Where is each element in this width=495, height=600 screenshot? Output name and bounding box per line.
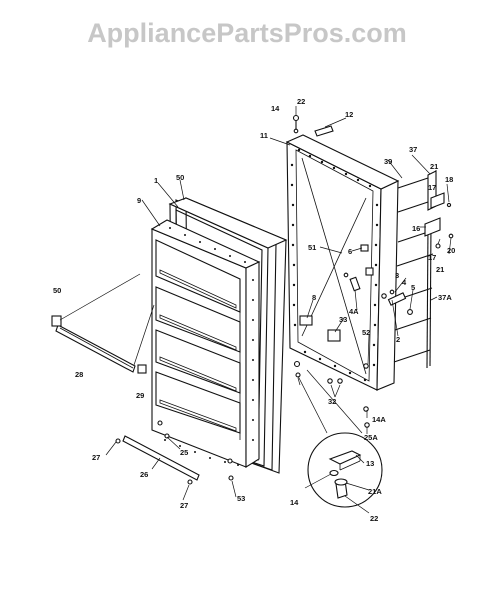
door-hardware bbox=[292, 114, 413, 428]
callout-32: 32 bbox=[328, 397, 336, 406]
callout-17: 17 bbox=[428, 253, 436, 262]
callout-28: 28 bbox=[75, 370, 83, 379]
callout-25: 25 bbox=[180, 448, 188, 457]
callout-labels: 14 22 12 11 37 39 21 18 17 16 17 20 21 3… bbox=[53, 97, 455, 523]
callout-26: 26 bbox=[140, 470, 148, 479]
callout-1: 1 bbox=[154, 176, 158, 185]
callout-9: 9 bbox=[137, 196, 141, 205]
callout-8: 8 bbox=[312, 293, 316, 302]
callout-14-bottom: 14 bbox=[290, 498, 299, 507]
callout-5: 5 bbox=[411, 283, 415, 292]
callout-13: 13 bbox=[366, 459, 374, 468]
callout-37a: 37A bbox=[438, 293, 452, 302]
callout-3: 3 bbox=[395, 271, 399, 280]
callout-50-top: 50 bbox=[176, 173, 184, 182]
callout-33: 33 bbox=[339, 315, 347, 324]
callout-16: 16 bbox=[412, 224, 420, 233]
callout-2: 2 bbox=[396, 335, 400, 344]
callout-20: 20 bbox=[447, 246, 455, 255]
callout-12: 12 bbox=[345, 110, 353, 119]
door-shelves bbox=[155, 239, 241, 440]
callout-4a: 4A bbox=[349, 307, 359, 316]
callout-22-bottom: 22 bbox=[370, 514, 378, 523]
callout-39: 39 bbox=[384, 157, 392, 166]
callout-18: 18 bbox=[445, 175, 453, 184]
callout-11: 11 bbox=[260, 131, 268, 140]
callout-14a: 14A bbox=[372, 415, 386, 424]
bottom-trim-bar bbox=[115, 435, 234, 485]
door-liner bbox=[150, 219, 261, 468]
callout-14-top: 14 bbox=[271, 104, 280, 113]
callout-27-left: 27 bbox=[92, 453, 100, 462]
callout-50-left: 50 bbox=[53, 286, 61, 295]
callout-52: 52 bbox=[362, 328, 370, 337]
leader-lines bbox=[105, 106, 452, 514]
callout-21-mid: 21 bbox=[436, 265, 444, 274]
hinge-detail-inset bbox=[297, 369, 383, 508]
callout-17-top: 17 bbox=[428, 183, 436, 192]
callout-51: 51 bbox=[308, 243, 316, 252]
callout-53: 53 bbox=[237, 494, 245, 503]
callout-21a: 21A bbox=[368, 487, 382, 496]
door-outer-panel bbox=[285, 134, 400, 391]
watermark-text: AppliancePartsPros.com bbox=[87, 18, 407, 48]
callout-25a: 25A bbox=[364, 433, 378, 442]
callout-37: 37 bbox=[409, 145, 417, 154]
callout-29: 29 bbox=[136, 391, 144, 400]
callout-6: 6 bbox=[348, 247, 352, 256]
callout-21-top: 21 bbox=[430, 162, 438, 171]
callout-22-top: 22 bbox=[297, 97, 305, 106]
callout-27-bottom: 27 bbox=[180, 501, 188, 510]
hinge-bracket-assembly bbox=[393, 170, 454, 369]
callout-4: 4 bbox=[402, 278, 407, 287]
shelf-bar-assembly bbox=[51, 273, 155, 374]
